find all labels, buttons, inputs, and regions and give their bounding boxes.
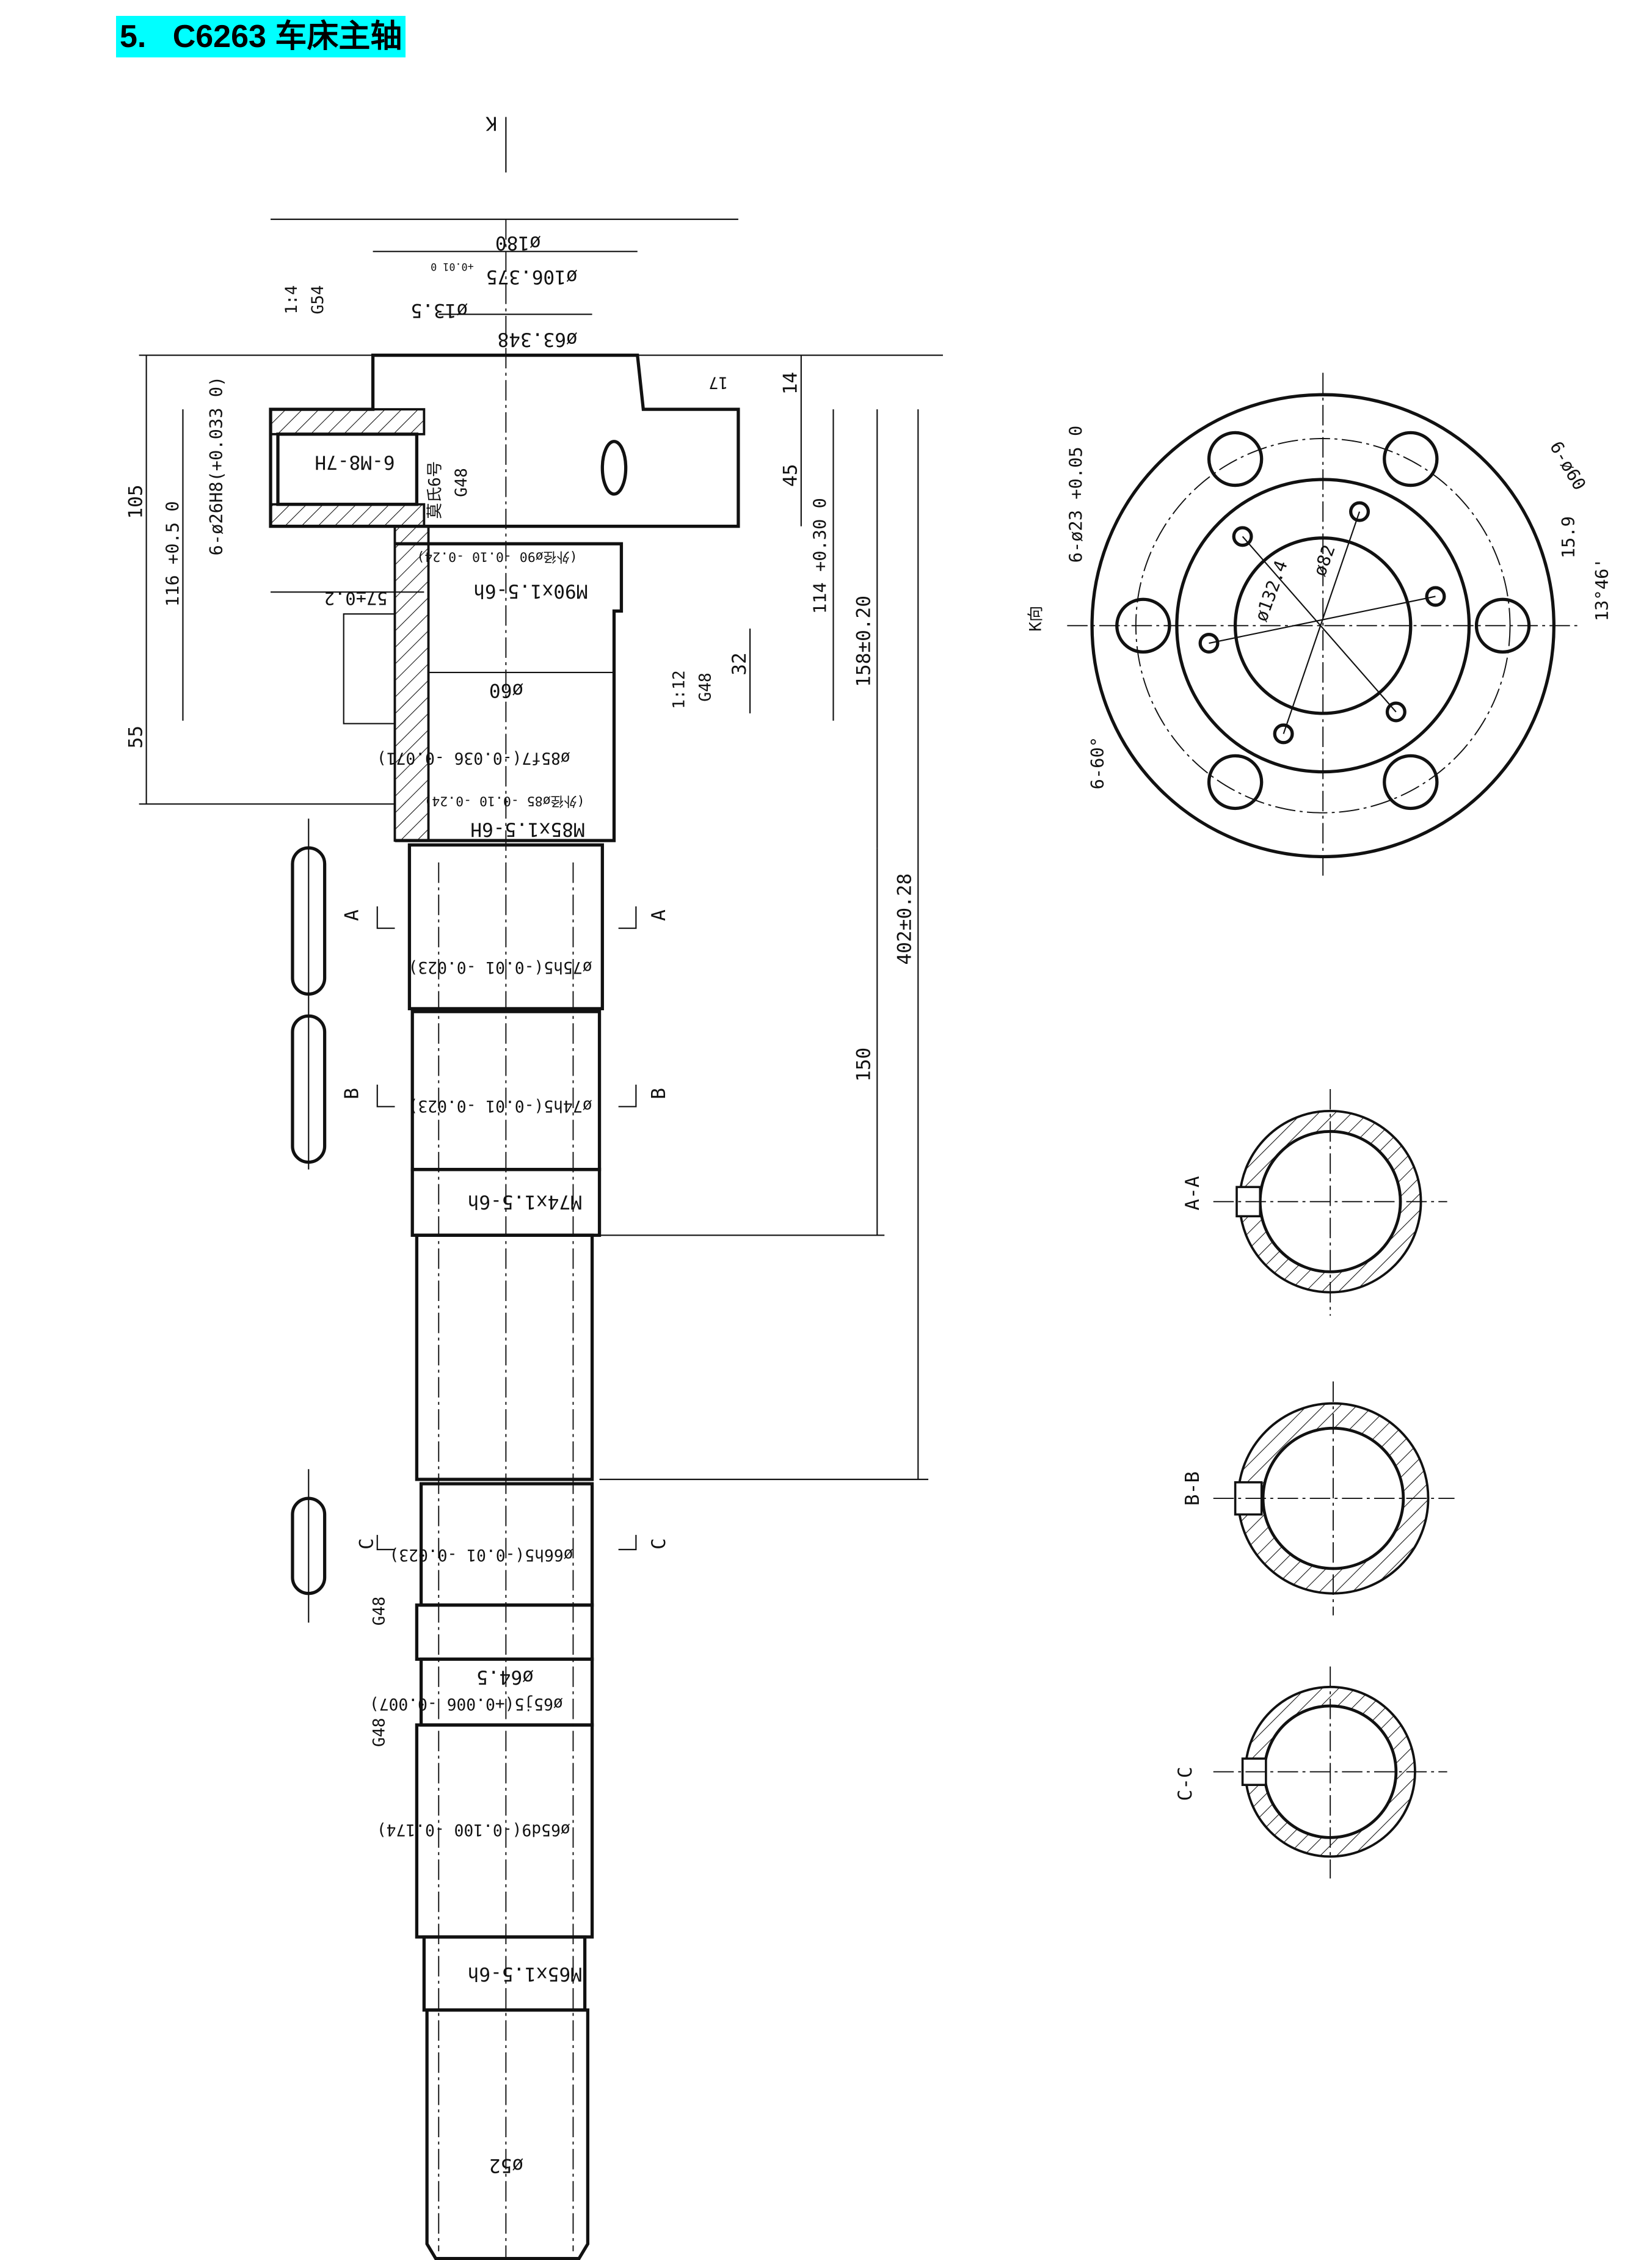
dim-d65d9: ø65d9(-0.100 -0.174)	[377, 1820, 570, 1839]
dim-105: 105	[125, 484, 147, 519]
main-view-dimensions: K ø180 ø106.375 +0.01 0 ø13.5 ø63.348 1:…	[125, 112, 915, 2176]
drawing-title: 5. C6263 车床主轴	[116, 16, 406, 57]
dim-m8: 6-M8-7H	[315, 451, 395, 473]
dim-d52: ø52	[489, 2154, 523, 2176]
section-c-mark-right: C	[648, 1538, 670, 1550]
morse-taper: 莫氏6号	[426, 461, 445, 519]
dim-d26: 6-ø26H8(+0.033 0)	[206, 376, 227, 556]
dim-d63: ø63.348	[498, 329, 578, 351]
dim-158: 158±0.20	[853, 596, 875, 687]
section-b-mark-left: B	[341, 1088, 363, 1099]
dim-d106-tol: +0.01 0	[431, 261, 474, 273]
section-c-mark-left: C	[356, 1538, 378, 1550]
section-a-a: A-A	[1182, 1088, 1447, 1316]
section-c-label: C-C	[1174, 1766, 1196, 1801]
dim-od85: (外径ø85 -0.10 -0.24)	[424, 793, 584, 808]
dim-m85: M85x1.5-6H	[470, 818, 584, 840]
section-b-b: B-B	[1182, 1381, 1455, 1616]
dim-d66: ø66h5(-0.01 -0.023)	[389, 1545, 573, 1564]
dim-17: 17	[708, 373, 728, 391]
dim-14: 14	[780, 372, 802, 395]
section-c-c: C-C	[1174, 1666, 1447, 1879]
dim-m74: M74x1.5-6h	[468, 1191, 582, 1213]
k-view-label: K向	[1027, 606, 1045, 632]
section-b-label: B-B	[1182, 1471, 1204, 1506]
dim-m65: M65x1.5-6h	[468, 1963, 582, 1985]
dim-d180: ø180	[495, 232, 541, 254]
spindle-main-view	[139, 117, 943, 2260]
taper-1-12: 1:12	[670, 670, 688, 709]
grade-g48-c: G48	[371, 1718, 389, 1747]
grade-g48-a: G48	[696, 673, 715, 702]
dim-d13: ø13.5	[410, 299, 468, 321]
section-a-mark-right: A	[648, 909, 670, 921]
dim-57: 57±0.2	[324, 588, 388, 608]
taper-g54: 1:4	[283, 285, 301, 315]
grade-g48-morse: G48	[453, 468, 471, 497]
dim-15-9: 15.9	[1558, 516, 1579, 558]
dim-d75: ø75h5(-0.01 -0.023)	[409, 958, 592, 976]
dim-d60: ø60	[489, 679, 523, 701]
dim-d85f7: ø85f7(-0.036 -0.071)	[377, 749, 570, 767]
dim-6-d60: 6-ø60	[1546, 437, 1590, 494]
grade-g54: G54	[309, 285, 327, 315]
dim-116: 116 +0.5 0	[162, 501, 183, 607]
dim-d65j5: ø65j5(+0.006 -0.007)	[369, 1694, 563, 1713]
dim-55: 55	[125, 726, 147, 748]
section-a-label: A-A	[1182, 1176, 1204, 1210]
dim-angle: 13°46'	[1592, 558, 1612, 621]
dim-150: 150	[853, 1048, 875, 1082]
dim-114: 114 +0.30 0	[810, 498, 831, 614]
dim-d82: ø82	[1309, 542, 1339, 578]
section-b-mark-right: B	[648, 1088, 670, 1099]
dim-6-60deg: 6-60°	[1087, 737, 1108, 789]
dim-402: 402±0.28	[893, 873, 915, 965]
dim-m90: M90x1.5-6h	[473, 580, 588, 602]
view-arrow-label: K	[486, 112, 497, 134]
dim-d74: ø74h5(-0.01 -0.023)	[409, 1096, 592, 1115]
dim-45: 45	[780, 464, 802, 486]
dim-d106: ø106.375	[486, 266, 578, 288]
dim-od90: (外径ø90 -0.10 -0.24)	[417, 549, 577, 564]
section-a-mark-left: A	[341, 909, 363, 921]
dim-6-d23: 6-ø23 +0.05 0	[1065, 426, 1086, 563]
flange-k-view	[1067, 373, 1579, 877]
grade-g48-b: G48	[371, 1597, 389, 1626]
dim-d64: ø64.5	[476, 1666, 534, 1688]
dim-32: 32	[729, 652, 751, 675]
